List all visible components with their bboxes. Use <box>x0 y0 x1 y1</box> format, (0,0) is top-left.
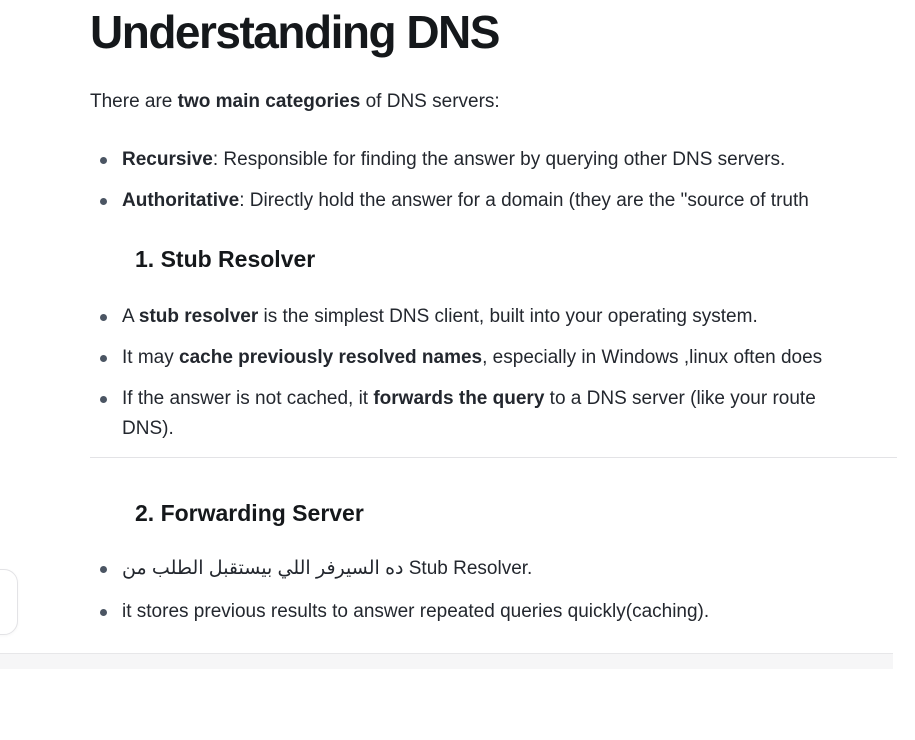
list-item-text: A stub resolver is the simplest DNS clie… <box>122 306 758 327</box>
floating-edge-panel[interactable] <box>0 569 18 635</box>
bullet-icon <box>100 157 107 164</box>
list-item-authoritative: Authoritative: Directly hold the answer … <box>90 186 915 216</box>
bullet-icon <box>100 355 107 362</box>
list-item: If the answer is not cached, it forwards… <box>90 384 915 444</box>
list-item-text: ده السيرفر اللي بيستقبل الطلب من Stub Re… <box>122 558 533 579</box>
stub-resolver-list: A stub resolver is the simplest DNS clie… <box>90 302 915 444</box>
document-body: Understanding DNS There are two main cat… <box>90 6 915 627</box>
section-heading-stub-resolver: 1. Stub Resolver <box>135 246 316 272</box>
section-heading-forwarding-server: 2. Forwarding Server <box>135 500 364 526</box>
list-item: It may cache previously resolved names, … <box>90 343 915 373</box>
bullet-icon <box>100 396 107 403</box>
page-title: Understanding DNS <box>90 6 500 58</box>
list-item-text: If the answer is not cached, it forwards… <box>122 388 816 409</box>
bullet-icon <box>100 566 107 573</box>
list-item-text: DNS). <box>122 418 174 439</box>
list-item-text: Recursive: Responsible for finding the a… <box>122 149 786 170</box>
section-divider <box>90 457 897 458</box>
bullet-icon <box>100 609 107 616</box>
list-item-recursive: Recursive: Responsible for finding the a… <box>90 145 915 175</box>
list-item: it stores previous results to answer rep… <box>90 597 915 627</box>
list-item-text: Authoritative: Directly hold the answer … <box>122 190 809 211</box>
forwarding-server-list: ده السيرفر اللي بيستقبل الطلب من Stub Re… <box>90 554 915 627</box>
list-item: A stub resolver is the simplest DNS clie… <box>90 302 915 332</box>
list-item-arabic: ده السيرفر اللي بيستقبل الطلب من Stub Re… <box>90 554 915 584</box>
bullet-icon <box>100 314 107 321</box>
list-item-text: it stores previous results to answer rep… <box>122 601 710 622</box>
intro-paragraph: There are two main categories of DNS ser… <box>90 91 500 112</box>
list-item-text: It may cache previously resolved names, … <box>122 347 823 368</box>
category-list: Recursive: Responsible for finding the a… <box>90 145 915 216</box>
bullet-icon <box>100 198 107 205</box>
bottom-bar <box>0 653 893 669</box>
